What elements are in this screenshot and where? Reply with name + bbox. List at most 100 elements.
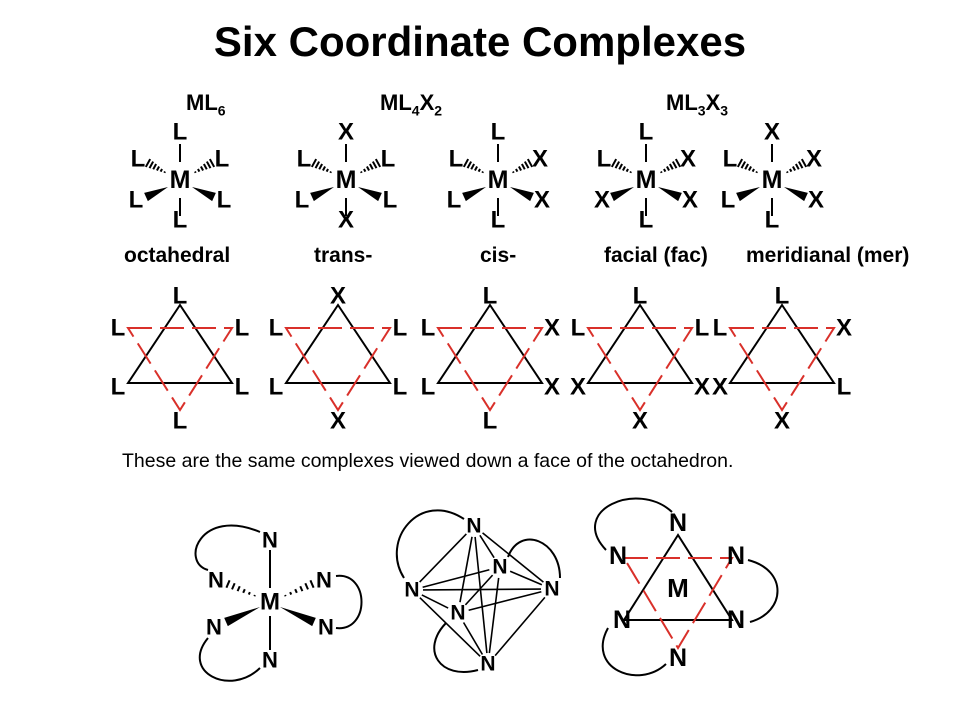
top-face-triangle — [622, 533, 734, 621]
ligand-lower-right: L — [837, 374, 852, 401]
ligand-bottom: L — [483, 408, 498, 435]
wedge-bond-down-left — [224, 607, 260, 627]
edge — [464, 574, 494, 606]
hash-bond-segment — [225, 579, 231, 589]
bottom-face-triangle — [126, 327, 234, 412]
chelate-arc — [335, 574, 363, 630]
hash-bond-segment — [148, 161, 155, 169]
ligand-up-left: L — [449, 146, 464, 173]
hash-bond-segment — [470, 163, 475, 170]
hash-bond-up-right — [194, 158, 216, 174]
donor-up-left: N — [208, 568, 224, 593]
wedge-bond-down-right — [192, 187, 216, 202]
hash-bond-segment — [663, 168, 667, 173]
edge — [422, 588, 542, 591]
hash-bond-segment — [329, 171, 332, 174]
hash-bond-segment — [625, 168, 629, 173]
ligand-lower-right: X — [544, 374, 560, 401]
ligand-up-left: L — [723, 146, 738, 173]
metal-center: M — [260, 589, 280, 616]
ligand-axial-top: X — [764, 119, 780, 146]
ligand-down-right: L — [383, 187, 398, 214]
hash-bond-segment — [314, 161, 321, 169]
hash-bond-segment — [247, 591, 251, 595]
ligand-upper-right: L — [235, 315, 250, 342]
hash-bond-up-left — [736, 158, 758, 174]
edge — [479, 534, 495, 559]
hash-bond-segment — [800, 158, 808, 168]
hash-bond-segment — [284, 594, 287, 597]
hash-bond-segment — [318, 163, 323, 170]
formula-ml4x2: ML4X2 — [380, 90, 443, 119]
wedge-bond-down-left — [736, 187, 760, 202]
ligand-bottom: X — [330, 408, 346, 435]
ligand-down-left: X — [594, 187, 610, 214]
chelate-arc — [601, 627, 667, 677]
hash-bond-segment — [515, 168, 519, 173]
hash-bond-segment — [618, 163, 623, 170]
ligand-up-right: L — [381, 146, 396, 173]
hash-bond-segment — [294, 588, 298, 594]
hash-bond-segment — [299, 585, 304, 592]
ligand-bottom: X — [774, 408, 790, 435]
wedge-bond-down-right — [784, 187, 808, 202]
donor-down-right: N — [318, 615, 334, 640]
ligand-upper-left: L — [269, 315, 284, 342]
edge — [474, 536, 488, 654]
hash-bond-segment — [795, 163, 800, 170]
ligand-upper-left: L — [111, 315, 126, 342]
donor-upper-right: N — [727, 542, 745, 570]
hash-bond-segment — [755, 171, 758, 174]
hash-bond-up-left — [225, 579, 256, 597]
ligand-axial-bottom: L — [765, 207, 780, 234]
ligand-top: L — [775, 283, 790, 310]
ligand-down-left: L — [721, 187, 736, 214]
ligand-bottom: L — [173, 408, 188, 435]
hash-bond-segment — [253, 594, 256, 597]
edge — [421, 594, 449, 609]
caption-octahedral: octahedral — [124, 244, 231, 267]
metal-center: M — [667, 573, 689, 603]
hash-bond-up-right — [360, 158, 382, 174]
hash-bond-segment — [736, 158, 744, 168]
caption-mer: meridianal (mer) — [746, 244, 910, 267]
hash-bond-segment — [208, 158, 216, 168]
ligand-up-right: X — [532, 146, 548, 173]
caption-fac: facial (fac) — [604, 244, 708, 267]
ligand-axial-top: X — [338, 119, 354, 146]
hash-bond-segment — [523, 161, 530, 169]
ligand-top: X — [330, 283, 346, 310]
ligand-down-left: L — [129, 187, 144, 214]
chelate-arc — [194, 524, 261, 571]
ligand-down-right: X — [682, 187, 698, 214]
hash-bond-segment — [242, 588, 246, 594]
donor-lower-left: N — [613, 606, 631, 634]
caption-cis: cis- — [480, 244, 517, 267]
hash-bond-segment — [740, 161, 747, 169]
metal-center: M — [336, 166, 357, 194]
ligand-down-left: L — [447, 187, 462, 214]
hash-bond-up-left — [462, 158, 484, 174]
ligand-up-left: L — [131, 146, 146, 173]
ligand-top: L — [173, 283, 188, 310]
hash-bond-segment — [622, 166, 626, 171]
ligand-upper-right: X — [836, 315, 852, 342]
hash-bond-segment — [144, 158, 152, 168]
metal-center: M — [762, 166, 783, 194]
ligand-lower-right: X — [694, 374, 710, 401]
edge — [462, 622, 484, 655]
hash-bond-segment — [374, 158, 382, 168]
hash-bond-segment — [748, 166, 752, 171]
edge — [459, 536, 473, 603]
bottom-face-triangle — [728, 327, 836, 412]
top-face-triangle — [436, 303, 544, 384]
